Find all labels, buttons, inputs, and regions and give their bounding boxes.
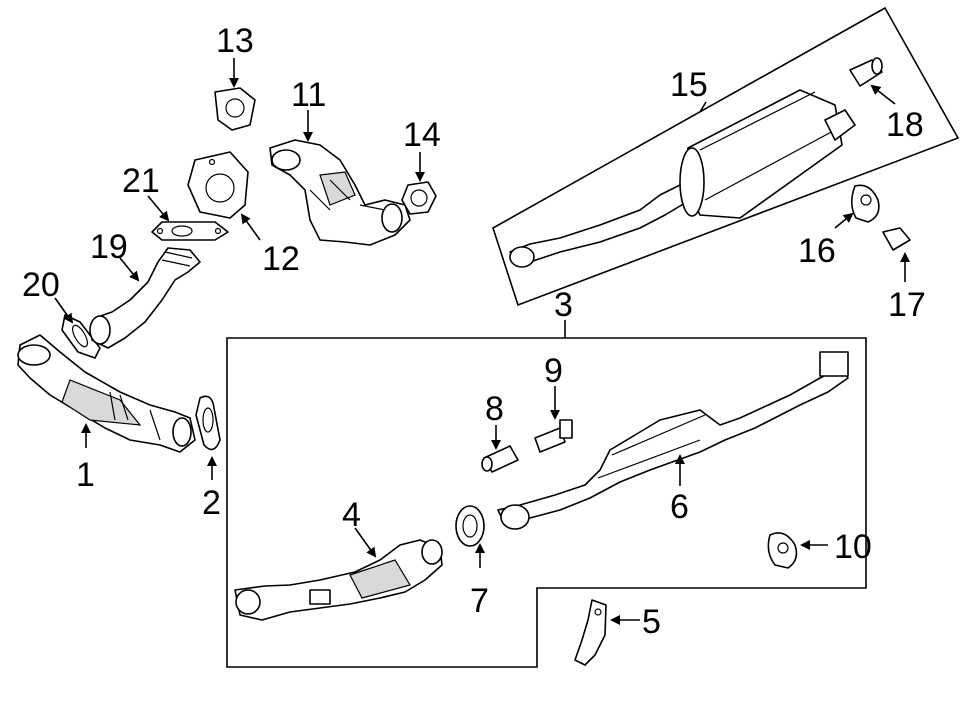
assembly-15-box xyxy=(492,6,960,307)
stud-8-part xyxy=(481,445,519,473)
assembly-3-box xyxy=(226,337,867,668)
hanger-16-part xyxy=(850,184,880,223)
callout-4: 4 xyxy=(342,496,361,534)
callout-7: 7 xyxy=(470,582,489,620)
callout-9: 9 xyxy=(544,352,563,390)
seal-7-part xyxy=(455,505,485,547)
callout-14: 14 xyxy=(403,116,441,154)
bolt-9-part xyxy=(534,419,573,453)
bracket-5-part xyxy=(574,599,607,666)
callout-6: 6 xyxy=(670,488,689,526)
callout-20: 20 xyxy=(22,266,60,304)
front-pipe-4-part xyxy=(234,539,443,621)
callout-10: 10 xyxy=(834,528,872,566)
heat-shield-12-part xyxy=(187,151,249,219)
gasket-20-part xyxy=(61,314,101,359)
center-pipe-6-part xyxy=(497,351,849,530)
callout-18: 18 xyxy=(886,106,924,144)
hanger-10-part xyxy=(767,532,798,569)
leader-lines xyxy=(54,58,910,625)
callout-19: 19 xyxy=(90,228,128,266)
callout-2: 2 xyxy=(202,484,221,522)
gasket-14-part xyxy=(401,181,437,215)
callout-8: 8 xyxy=(485,390,504,428)
callout-1: 1 xyxy=(76,456,95,494)
clip-17-part xyxy=(882,227,911,251)
callout-17: 17 xyxy=(888,286,926,324)
muffler-15-part xyxy=(509,89,856,268)
callout-11: 11 xyxy=(291,76,326,114)
callout-21: 21 xyxy=(122,162,160,200)
front-pipe-part xyxy=(17,334,196,453)
callout-labels: 1 2 3 4 5 6 7 8 9 10 11 12 13 14 15 16 1… xyxy=(22,22,926,641)
callout-3: 3 xyxy=(554,286,573,324)
gasket-2-part xyxy=(195,395,221,451)
exhaust-tip-18-part xyxy=(849,57,883,87)
pipe-19-part xyxy=(89,247,201,349)
callout-5: 5 xyxy=(642,603,661,641)
gasket-13-part xyxy=(214,87,256,131)
callout-15: 15 xyxy=(670,66,708,104)
callout-13: 13 xyxy=(216,22,254,60)
callout-16: 16 xyxy=(798,232,836,270)
gasket-21-part xyxy=(151,221,229,241)
exhaust-manifold-11-part xyxy=(269,139,411,246)
callout-12: 12 xyxy=(262,240,300,278)
